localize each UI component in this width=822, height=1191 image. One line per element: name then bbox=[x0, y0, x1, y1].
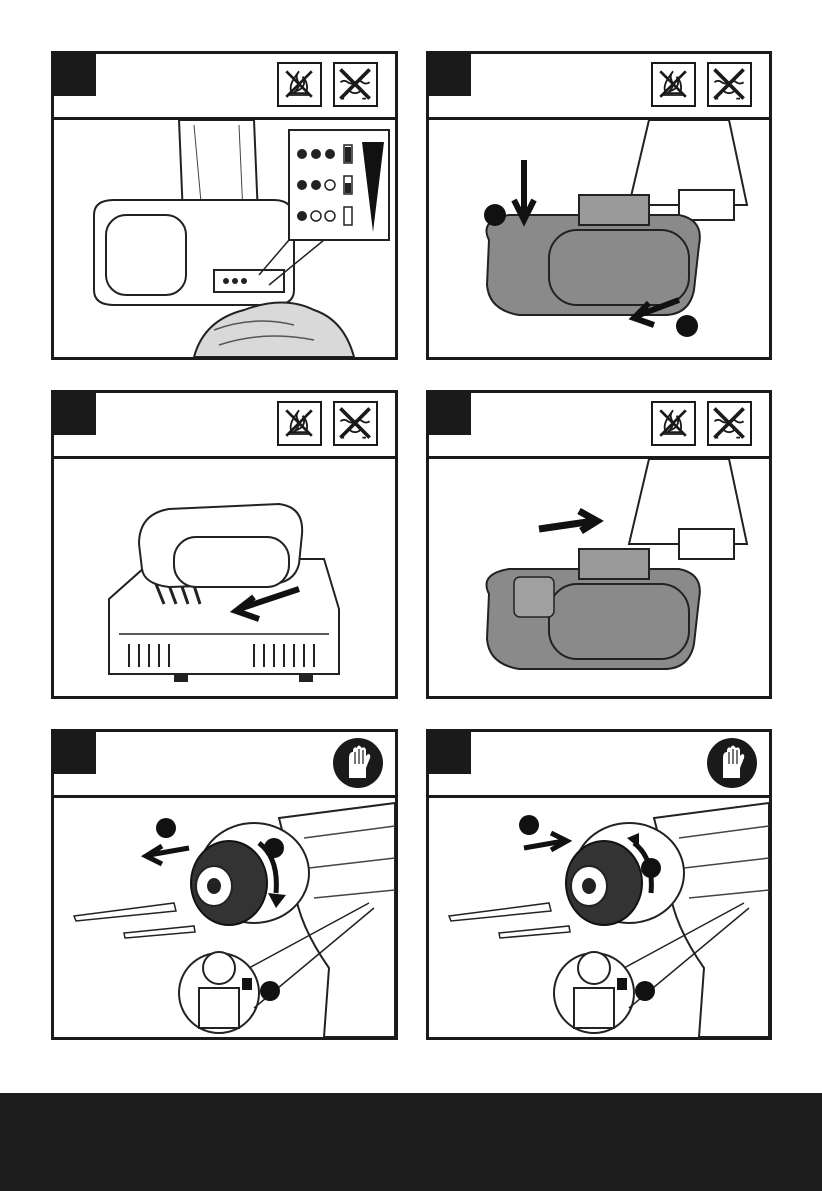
footer-band bbox=[0, 1093, 822, 1191]
illustration-bit-removal bbox=[54, 798, 395, 1037]
panel-battery-insertion bbox=[426, 390, 772, 699]
panel-bit-removal bbox=[51, 729, 398, 1040]
panel-bit-insertion bbox=[426, 729, 772, 1040]
illustration-bit-insertion bbox=[429, 798, 769, 1037]
wear-gloves-icon bbox=[707, 738, 757, 788]
no-water-icon bbox=[707, 401, 752, 446]
illustration-charge-indicator bbox=[54, 120, 395, 357]
illustration-battery-charging bbox=[54, 459, 395, 696]
panel-header bbox=[429, 54, 769, 120]
no-fire-icon bbox=[277, 62, 322, 107]
panel-battery-charging bbox=[51, 390, 398, 699]
panel-header bbox=[54, 393, 395, 459]
step-number-box bbox=[54, 54, 96, 96]
illustration-battery-removal bbox=[429, 120, 769, 357]
illustration-battery-insertion bbox=[429, 459, 769, 696]
wear-gloves-icon bbox=[333, 738, 383, 788]
panel-header bbox=[54, 54, 395, 120]
panel-header bbox=[54, 732, 395, 798]
no-water-icon bbox=[333, 62, 378, 107]
panel-battery-removal bbox=[426, 51, 772, 360]
step-number-box bbox=[54, 393, 96, 435]
step-number-box bbox=[54, 732, 96, 774]
step-number-box bbox=[429, 393, 471, 435]
no-water-icon bbox=[333, 401, 378, 446]
no-fire-icon bbox=[277, 401, 322, 446]
no-fire-icon bbox=[651, 401, 696, 446]
no-water-icon bbox=[707, 62, 752, 107]
panel-header bbox=[429, 732, 769, 798]
step-number-box bbox=[429, 54, 471, 96]
panel-charge-indicator bbox=[51, 51, 398, 360]
no-fire-icon bbox=[651, 62, 696, 107]
step-number-box bbox=[429, 732, 471, 774]
panel-header bbox=[429, 393, 769, 459]
